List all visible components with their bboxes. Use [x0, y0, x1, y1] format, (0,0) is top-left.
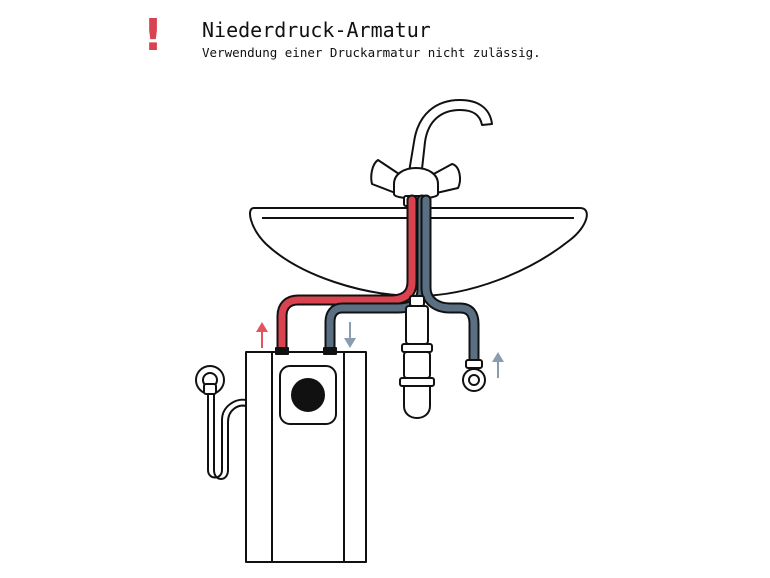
angle-valve [462, 359, 486, 392]
faucet-spout [407, 99, 493, 179]
water-heater [245, 347, 367, 563]
supply-flow-arrow [492, 352, 504, 378]
heater-hot-connector [275, 347, 289, 355]
hot-flow-arrow [256, 322, 268, 348]
diagram-subtitle: Verwendung einer Druckarmatur nicht zulä… [202, 45, 541, 60]
warning-icon: ! [143, 10, 164, 61]
power-cable [207, 391, 247, 480]
cold-supply-pipe [420, 194, 480, 368]
hot-water-pipe [276, 194, 418, 356]
heater-display-knob [291, 378, 325, 412]
cold-flow-arrow [344, 322, 356, 348]
faucet [370, 99, 493, 207]
faucet-body [393, 167, 439, 200]
diagram-title: Niederdruck-Armatur [202, 18, 431, 42]
power-socket-icon [195, 365, 225, 395]
heater-cold-connector [323, 347, 337, 355]
drain-siphon [399, 295, 435, 419]
